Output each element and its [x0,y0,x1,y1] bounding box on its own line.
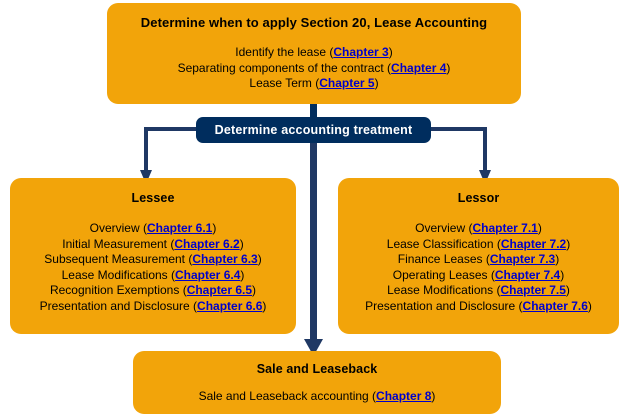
line-text: Lease Modifications ( [61,267,176,282]
line-lessee-initial-measurement: Initial Measurement (Chapter 6.2) [10,237,296,253]
line-text: Recognition Exemptions ( [49,283,187,297]
node-sale-and-leaseback[interactable]: Sale and Leaseback Sale and Leaseback ac… [133,351,501,414]
link-chapter-7-3[interactable]: Chapter 7.3 [489,252,556,266]
connector-treatment-to-lessor [428,127,491,184]
link-chapter-4[interactable]: Chapter 4 [391,60,447,75]
link-chapter-8[interactable]: Chapter 8 [376,389,432,403]
link-chapter-6-5[interactable]: Chapter 6.5 [186,283,253,297]
connector-treatment-to-lessee [140,127,200,184]
line-text: Separating components of the contract ( [177,60,392,75]
line-suffix: ) [555,252,560,266]
line-text: Lease Modifications ( [387,283,501,297]
node-saleleaseback-lines: Sale and Leaseback accounting (Chapter 8… [133,389,501,405]
line-suffix: ) [565,283,570,297]
line-text: Identify the lease ( [235,45,334,59]
line-suffix: ) [560,267,565,282]
line-suffix: ) [257,252,262,266]
line-text: Overview ( [89,221,147,235]
line-suffix: ) [212,221,217,235]
line-identify-the-lease: Identify the lease (Chapter 3) [107,45,521,61]
line-text: Initial Measurement ( [62,236,175,251]
link-chapter-5[interactable]: Chapter 5 [319,76,375,90]
line-suffix: ) [566,236,571,251]
link-chapter-6-1[interactable]: Chapter 6.1 [146,221,213,235]
line-text: Subsequent Measurement ( [44,252,193,266]
node-lessor-lines: Overview (Chapter 7.1) Lease Classificat… [338,221,619,314]
line-text: Presentation and Disclosure ( [39,298,198,313]
line-text: Lease Classification ( [386,236,501,251]
link-chapter-6-3[interactable]: Chapter 6.3 [192,252,258,266]
line-text: Lease Term ( [249,76,320,90]
line-suffix: ) [374,76,379,90]
line-suffix: ) [587,298,592,313]
link-chapter-7-1[interactable]: Chapter 7.1 [472,221,538,235]
connector-treatment-to-saleleaseback [304,130,323,356]
line-lessor-presentation-and-disclosure: Presentation and Disclosure (Chapter 7.6… [338,299,619,315]
line-lessor-lease-modifications: Lease Modifications (Chapter 7.5) [338,283,619,299]
line-lessor-finance-leases: Finance Leases (Chapter 7.3) [338,252,619,268]
node-lessee[interactable]: Lessee Overview (Chapter 6.1) Initial Me… [10,178,296,334]
line-lessor-operating-leases: Operating Leases (Chapter 7.4) [338,268,619,284]
node-lessee-title: Lessee [131,191,175,205]
line-text: Sale and Leaseback accounting ( [198,389,377,403]
node-lessee-lines: Overview (Chapter 6.1) Initial Measureme… [10,221,296,314]
link-chapter-3[interactable]: Chapter 3 [333,45,389,59]
node-top-title: Determine when to apply Section 20, Leas… [140,15,488,30]
line-lessor-lease-classification: Lease Classification (Chapter 7.2) [338,237,619,253]
line-sale-and-leaseback-accounting: Sale and Leaseback accounting (Chapter 8… [133,389,501,405]
line-suffix: ) [446,60,451,75]
line-lessee-overview: Overview (Chapter 6.1) [10,221,296,237]
line-text: Finance Leases ( [397,252,490,266]
line-text: Operating Leases ( [392,267,495,282]
link-chapter-6-2[interactable]: Chapter 6.2 [174,236,240,251]
link-chapter-7-5[interactable]: Chapter 7.5 [500,283,566,297]
line-suffix: ) [240,267,245,282]
line-lessee-subsequent-measurement: Subsequent Measurement (Chapter 6.3) [10,252,296,268]
line-lease-term: Lease Term (Chapter 5) [107,76,521,92]
node-treatment-title: Determine accounting treatment [214,122,413,137]
line-lessee-recognition-exemptions: Recognition Exemptions (Chapter 6.5) [10,283,296,299]
link-chapter-7-6[interactable]: Chapter 7.6 [522,298,588,313]
line-suffix: ) [239,236,244,251]
node-determine-when-to-apply[interactable]: Determine when to apply Section 20, Leas… [107,3,521,104]
line-suffix: ) [388,45,393,59]
line-lessor-overview: Overview (Chapter 7.1) [338,221,619,237]
line-text: Overview ( [415,221,473,235]
node-lessor-title: Lessor [457,191,500,205]
line-suffix: ) [262,298,267,313]
node-top-lines: Identify the lease (Chapter 3) Separatin… [107,45,521,92]
line-separating-components: Separating components of the contract (C… [107,61,521,77]
line-lessee-lease-modifications: Lease Modifications (Chapter 6.4) [10,268,296,284]
node-lessor[interactable]: Lessor Overview (Chapter 7.1) Lease Clas… [338,178,619,334]
line-lessee-presentation-and-disclosure: Presentation and Disclosure (Chapter 6.6… [10,299,296,315]
line-suffix: ) [431,389,436,403]
line-text: Presentation and Disclosure ( [365,298,523,313]
node-saleleaseback-title: Sale and Leaseback [256,362,378,376]
line-suffix: ) [252,283,257,297]
link-chapter-6-6[interactable]: Chapter 6.6 [197,298,263,313]
link-chapter-7-4[interactable]: Chapter 7.4 [494,267,561,282]
line-suffix: ) [537,221,542,235]
link-chapter-7-2[interactable]: Chapter 7.2 [500,236,567,251]
link-chapter-6-4[interactable]: Chapter 6.4 [175,267,241,282]
node-determine-accounting-treatment[interactable]: Determine accounting treatment [196,117,431,143]
